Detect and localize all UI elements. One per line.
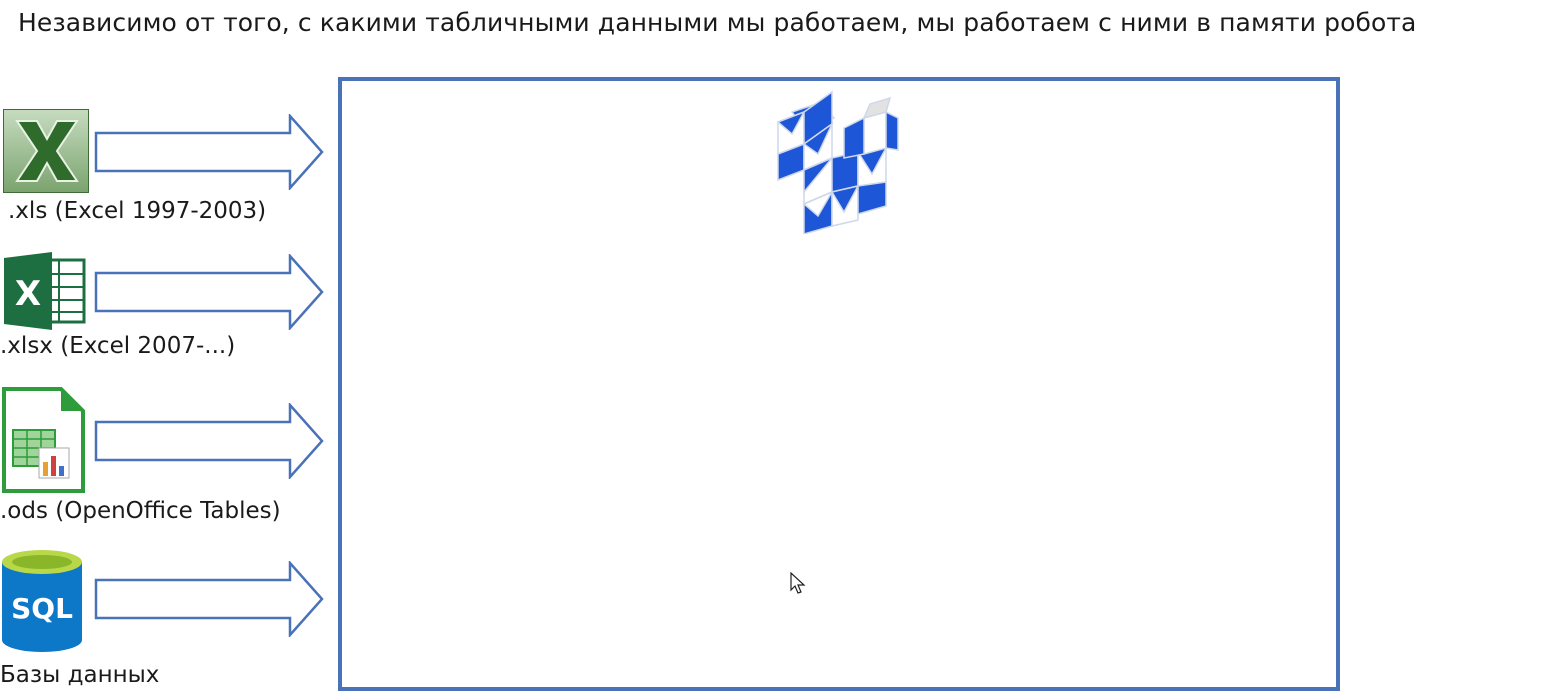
arrow-right-icon <box>94 114 324 190</box>
mouse-cursor-icon <box>790 571 806 600</box>
libreoffice-calc-icon <box>1 386 85 498</box>
robot-memory-box <box>338 77 1340 691</box>
source-label-databases: Базы данных <box>0 662 160 688</box>
slide-title: Независимо от того, с какими табличными … <box>18 8 1417 37</box>
arrow-right-icon <box>94 254 324 330</box>
excel-2003-icon <box>2 108 90 197</box>
svg-text:X: X <box>15 274 41 314</box>
source-label-xls: .xls (Excel 1997-2003) <box>8 198 267 224</box>
source-label-xlsx: .xlsx (Excel 2007-...) <box>0 333 236 359</box>
snake-logo-icon <box>774 88 904 238</box>
excel-2007-icon: X <box>4 252 86 334</box>
arrow-right-icon <box>94 403 324 479</box>
sql-icon-text: SQL <box>11 592 73 625</box>
sql-database-icon: SQL <box>0 548 84 658</box>
source-label-ods: .ods (OpenOffice Tables) <box>0 498 281 524</box>
arrow-right-icon <box>94 561 324 637</box>
